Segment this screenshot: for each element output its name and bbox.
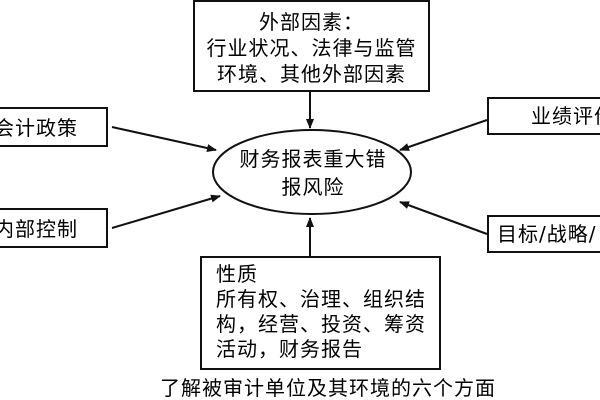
accounting-policy-label: 会计政策	[0, 116, 78, 140]
internal-control-box: 内部控制	[0, 208, 108, 248]
external-factors-title: 外部因素：	[259, 10, 364, 34]
performance-evaluation-box: 业绩评价	[487, 97, 600, 135]
center-label-line: 报风险	[281, 175, 345, 199]
nature-box: 性质 所有权、治理、组织结 构，经营、投资、筹资 活动，财务报告	[200, 256, 441, 370]
arrow-right-lower-to-center	[399, 201, 488, 235]
center-ellipse	[212, 129, 412, 215]
diagram-caption: 了解被审计单位及其环境的六个方面	[160, 376, 496, 400]
nature-line: 构，经营、投资、筹资	[216, 312, 426, 336]
external-factors-line: 环境、其他外部因素	[217, 62, 406, 86]
external-factors-line: 行业状况、法律与监管	[206, 36, 417, 60]
accounting-policy-box: 会计政策	[0, 107, 108, 147]
performance-evaluation-label: 业绩评价	[531, 104, 600, 128]
arrow-left-upper-to-center	[111, 126, 217, 152]
nature-line: 活动，财务报告	[216, 337, 363, 361]
nature-title: 性质	[216, 262, 258, 286]
objectives-strategy-label: 目标/战略/	[497, 222, 597, 246]
objectives-strategy-box: 目标/战略/	[487, 215, 600, 253]
arrow-right-upper-to-center	[399, 119, 488, 151]
external-factors-box: 外部因素： 行业状况、法律与监管 环境、其他外部因素	[193, 0, 430, 92]
center-label-line: 财务报表重大错	[239, 147, 387, 171]
internal-control-label: 内部控制	[0, 217, 78, 241]
arrow-left-lower-to-center	[111, 194, 221, 229]
center-node: 财务报表重大错 报风险	[226, 145, 400, 201]
nature-line: 所有权、治理、组织结	[216, 287, 426, 311]
